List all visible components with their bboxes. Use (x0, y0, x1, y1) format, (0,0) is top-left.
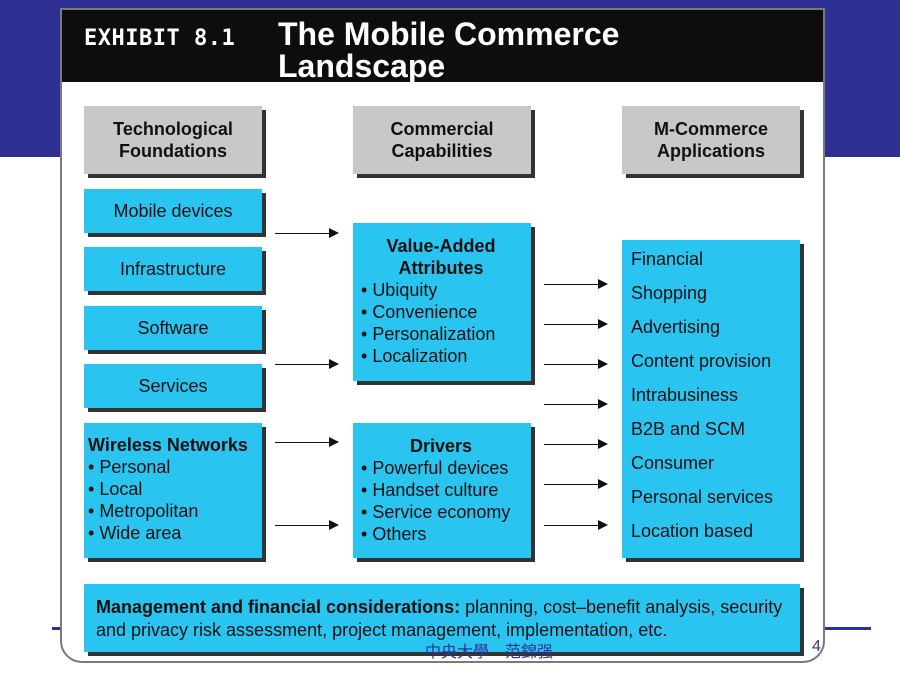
box-value-added-attributes: Value-Added Attributes Ubiquity Convenie… (353, 223, 531, 381)
wireless-item: Personal (88, 456, 262, 478)
exhibit-frame: EXHIBIT 8.1 The Mobile Commerce Landscap… (60, 8, 825, 663)
box-software: Software (84, 306, 262, 350)
application-item: Advertising (631, 317, 721, 337)
arrow-to-apps-2 (544, 319, 608, 329)
applications-list: Financial Shopping Advertising Content p… (631, 242, 800, 548)
application-item: Personal services (631, 487, 774, 507)
application-item: B2B and SCM (631, 419, 746, 439)
application-item: Intrabusiness (631, 385, 739, 405)
drivers-list: Powerful devices Handset culture Service… (361, 457, 531, 545)
drivers-item: Handset culture (361, 479, 531, 501)
box-services: Services (84, 364, 262, 408)
box-wireless-networks: Wireless Networks Personal Local Metropo… (84, 423, 262, 558)
header-commercial-capabilities-label: Commercial Capabilities (390, 119, 494, 161)
wireless-item: Local (88, 478, 262, 500)
arrow-to-apps-3 (544, 359, 608, 369)
arrow-to-apps-1 (544, 279, 608, 289)
arrow-wireless-to-drivers-bottom (275, 520, 339, 530)
drivers-item: Powerful devices (361, 457, 531, 479)
arrow-to-apps-6 (544, 479, 608, 489)
box-mobile-devices: Mobile devices (84, 189, 262, 233)
arrow-to-apps-4 (544, 399, 608, 409)
mobile-devices-label: Mobile devices (113, 200, 233, 221)
wireless-item: Wide area (88, 522, 262, 544)
application-item: Financial (631, 249, 704, 269)
value-added-item: Personalization (361, 323, 531, 345)
box-mcommerce-applications: Financial Shopping Advertising Content p… (622, 240, 800, 558)
value-added-item: Localization (361, 345, 531, 367)
arrow-devices-to-value (275, 228, 339, 238)
software-label: Software (137, 317, 209, 338)
header-mcommerce-applications: M-Commerce Applications (622, 106, 800, 174)
services-label: Services (138, 375, 208, 396)
value-added-item: Ubiquity (361, 279, 531, 301)
application-item: Location based (631, 521, 754, 541)
drivers-item: Others (361, 523, 531, 545)
arrow-wireless-to-drivers-top (275, 437, 339, 447)
left-rule (52, 627, 62, 630)
footer-author: 中央大學 范錦强 (425, 644, 554, 661)
application-item: Shopping (631, 283, 708, 303)
exhibit-label: EXHIBIT 8.1 (84, 26, 236, 51)
value-added-title: Value-Added Attributes (386, 236, 496, 278)
header-mcommerce-applications-label: M-Commerce Applications (653, 119, 769, 161)
header-commercial-capabilities: Commercial Capabilities (353, 106, 531, 174)
right-rule (823, 627, 871, 630)
infrastructure-label: Infrastructure (119, 258, 227, 279)
exhibit-header: EXHIBIT 8.1 The Mobile Commerce Landscap… (62, 10, 823, 82)
value-added-item: Convenience (361, 301, 531, 323)
arrow-to-apps-7 (544, 520, 608, 530)
box-management-considerations: Management and financial considerations:… (84, 584, 800, 652)
header-technological-foundations: Technological Foundations (84, 106, 262, 174)
wireless-networks-title: Wireless Networks (88, 435, 248, 455)
box-drivers: Drivers Powerful devices Handset culture… (353, 423, 531, 558)
wireless-networks-list: Personal Local Metropolitan Wide area (88, 456, 262, 544)
application-item: Consumer (631, 453, 715, 473)
arrow-to-apps-5 (544, 439, 608, 449)
management-bold: Management and financial considerations: (96, 597, 461, 617)
wireless-item: Metropolitan (88, 500, 262, 522)
management-text: planning, cost–benefit analysis, securit… (96, 597, 783, 640)
exhibit-title: The Mobile Commerce Landscape (278, 16, 620, 84)
slide-number: 4 (812, 638, 821, 655)
box-infrastructure: Infrastructure (84, 247, 262, 291)
application-item: Content provision (631, 351, 772, 371)
drivers-item: Service economy (361, 501, 531, 523)
header-technological-foundations-label: Technological Foundations (113, 119, 233, 161)
arrow-services-to-value (275, 359, 339, 369)
drivers-title: Drivers (409, 436, 473, 456)
value-added-list: Ubiquity Convenience Personalization Loc… (361, 279, 531, 367)
